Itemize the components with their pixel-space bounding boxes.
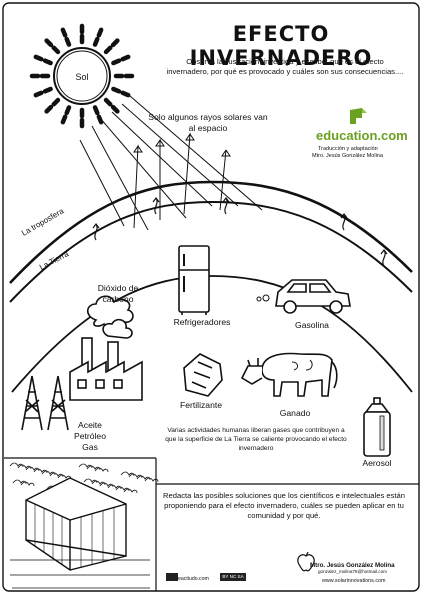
fertilizer-bag-icon bbox=[183, 353, 223, 397]
label-aerosol: Aerosol bbox=[362, 458, 392, 468]
oil-tower-icon bbox=[21, 375, 69, 431]
label-oil-gas: Aceite Petróleo Gas bbox=[73, 420, 106, 452]
surface-arc bbox=[11, 275, 413, 393]
label-refrigerators: Refrigeradores bbox=[173, 317, 231, 327]
eactiudo-logo bbox=[166, 573, 178, 581]
label-co2: Dióxido de carbono bbox=[97, 283, 139, 304]
aerosol-can-icon bbox=[363, 397, 391, 457]
writing-prompt: Redacta las posibles soluciones que los … bbox=[163, 491, 405, 520]
footer-email: gonzalez_molina78@hotmail.com bbox=[318, 569, 388, 574]
trapped-heat-arrows bbox=[92, 196, 388, 267]
page-title: EFECTO INVERNADERO bbox=[189, 22, 373, 70]
footer-author: Mtro. Jesús González Molina bbox=[310, 562, 395, 569]
earth-arc bbox=[9, 200, 413, 303]
credit-translation: Traducción y adaptación bbox=[318, 146, 378, 152]
refrigerator-icon bbox=[178, 245, 210, 315]
education-logo-icon bbox=[350, 108, 367, 124]
factory-icon bbox=[69, 295, 143, 401]
credit-author: Mtro. Jesús González Molina bbox=[312, 153, 383, 159]
label-fertilizer: Fertilizante bbox=[179, 400, 223, 410]
greenhouse-sketch bbox=[9, 462, 159, 589]
label-sun: Sol bbox=[75, 72, 89, 82]
label-rays-to-space: Solo algunos rayos solares van al espaci… bbox=[148, 112, 268, 133]
car-icon bbox=[256, 279, 351, 314]
footer-website: www.solarinnovations.com bbox=[322, 578, 386, 584]
education-brand: education.com bbox=[316, 128, 408, 143]
apple-logo bbox=[297, 551, 315, 572]
solar-rays bbox=[79, 95, 263, 231]
cc-license-badge: BY NC SA bbox=[220, 573, 246, 581]
footer-eactiudo: eactiudo.com bbox=[178, 576, 209, 582]
troposphere-arc bbox=[9, 180, 413, 284]
label-gasoline: Gasolina bbox=[295, 320, 329, 330]
sun-icon bbox=[29, 23, 135, 129]
label-livestock: Ganado bbox=[279, 408, 311, 418]
human-activities-text: Varias actividades humanas liberan gases… bbox=[165, 427, 347, 452]
intro-instructions: Observa la ilustración, investiga y escr… bbox=[166, 57, 404, 76]
cow-icon bbox=[240, 352, 338, 397]
